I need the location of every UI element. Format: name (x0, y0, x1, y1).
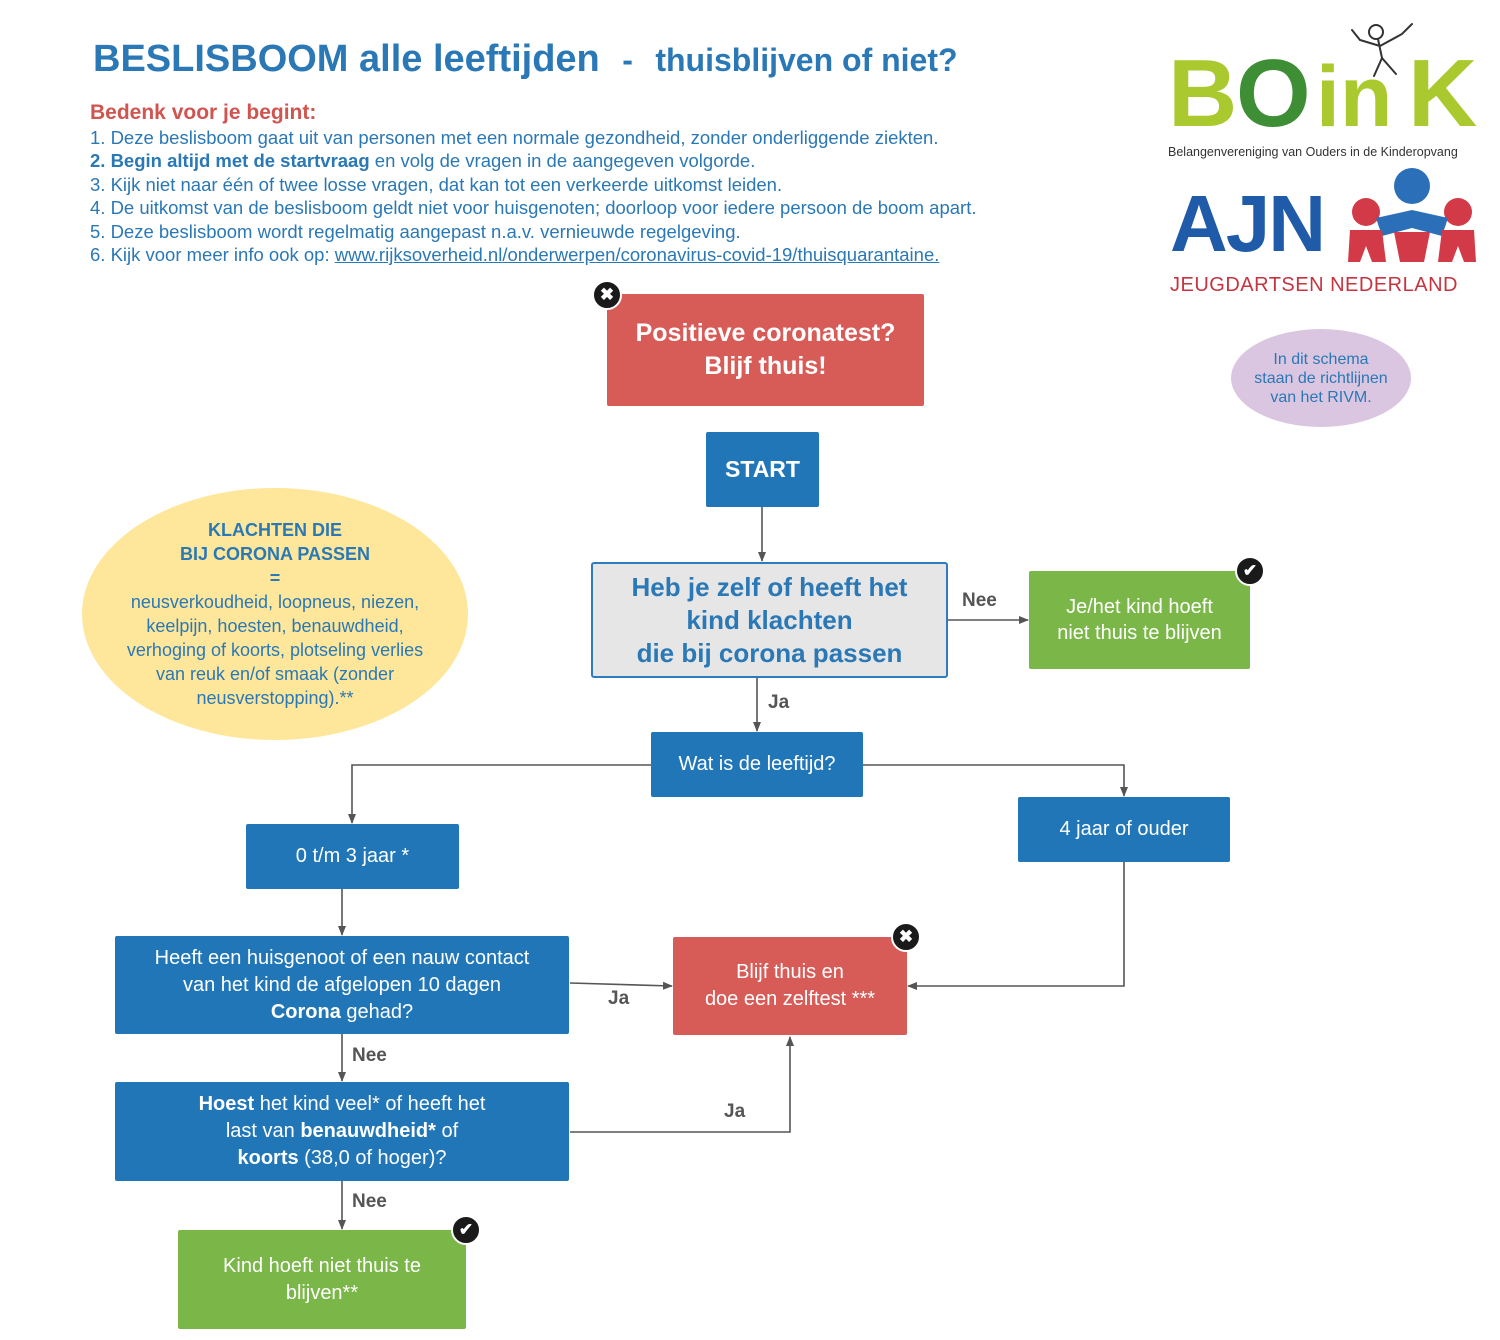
intro-item-5: 5. Deze beslisboom wordt regelmatig aang… (90, 220, 741, 242)
node-complaints-question: Heb je zelf of heeft het kind klachten d… (591, 562, 948, 678)
rivm-note: In dit schema staan de richtlijnen van h… (1231, 329, 1411, 427)
node-contact-question: Heeft een huisgenoot of een nauw contact… (115, 936, 569, 1034)
connector-cough-staytest (570, 1036, 794, 1133)
ajn-figures-icon (1348, 168, 1476, 262)
node-cough-question: Hoest het kind veel* of heeft het last v… (115, 1082, 569, 1181)
cross-icon: ✖ (592, 280, 622, 310)
rijksoverheid-link[interactable]: www.rijksoverheid.nl/onderwerpen/coronav… (334, 244, 940, 266)
check-icon: ✔ (451, 1215, 481, 1245)
ajn-letters: AJN (1170, 179, 1326, 268)
node-age-question: Wat is de leeftijd? (651, 732, 863, 797)
connector-contact-staytest (569, 981, 673, 990)
connector-old-staytest (907, 862, 1125, 990)
intro-heading: Bedenk voor je begint: (90, 101, 317, 124)
node-stay-home-selftest: Blijf thuis en doe een zelftest *** (673, 937, 907, 1035)
node-age-4-plus: 4 jaar of ouder (1018, 797, 1230, 862)
intro-item-3: 3. Kijk niet naar één of twee losse vrag… (90, 173, 783, 195)
boink-logo: B O in K Belangenvereniging van Ouders i… (1166, 18, 1477, 163)
intro-item-2: 2. Begin altijd met de startvraag en vol… (90, 150, 756, 172)
node-no-stay-home: Je/het kind hoeft niet thuis te blijven (1029, 571, 1250, 669)
label-nee-contact: Nee (352, 1045, 387, 1066)
symptoms-note: KLACHTEN DIE BIJ CORONA PASSEN = neusver… (82, 488, 468, 740)
label-nee-complaints: Nee (962, 590, 997, 611)
node-start: START (706, 432, 819, 507)
title-main: BESLISBOOM alle leeftijden (93, 38, 600, 80)
node-child-no-stay: Kind hoeft niet thuis te blijven** (178, 1230, 466, 1329)
ajn-caption: JEUGDARTSEN NEDERLAND (1170, 274, 1458, 296)
intro-list: 1. Deze beslisboom gaat uit van personen… (90, 126, 1090, 266)
intro-item-6: 6. Kijk voor meer info ook op: www.rijks… (90, 244, 940, 266)
node-age-0-3: 0 t/m 3 jaar * (246, 824, 459, 889)
connector-age-old (862, 764, 1128, 797)
jumping-child-icon (1351, 23, 1413, 77)
boink-caption: Belangenvereniging van Ouders in de Kind… (1168, 145, 1458, 159)
check-icon: ✔ (1235, 556, 1265, 586)
label-ja-complaints: Ja (768, 692, 790, 713)
label-ja-contact: Ja (608, 988, 630, 1009)
label-ja-cough: Ja (724, 1101, 746, 1122)
title-sub: thuisblijven of niet? (655, 42, 958, 78)
intro-item-1: 1. Deze beslisboom gaat uit van personen… (90, 127, 939, 148)
node-positive-test: Positieve coronatest? Blijf thuis! (607, 294, 924, 406)
label-nee-cough: Nee (352, 1191, 387, 1212)
title-separator: - (622, 42, 633, 78)
connector-age-young (348, 764, 651, 824)
ajn-logo: AJN JEUGDARTSEN NEDERLAND (1168, 166, 1476, 296)
intro-item-4: 4. De uitkomst van de beslisboom geldt n… (90, 197, 977, 219)
page-title: BESLISBOOM alle leeftijden - thuisblijve… (93, 38, 958, 81)
cross-icon: ✖ (891, 922, 921, 952)
